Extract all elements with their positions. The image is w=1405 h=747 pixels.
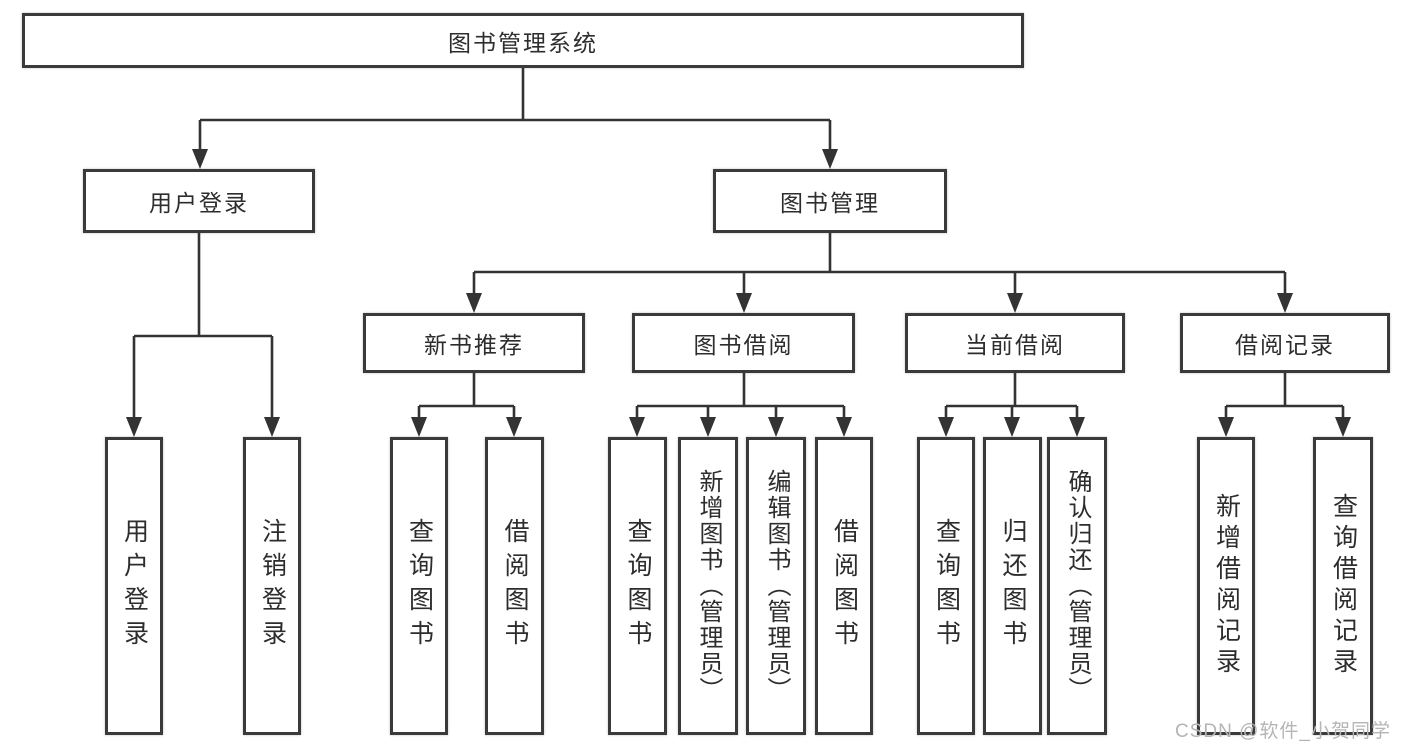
node-label: 借阅记录 — [1235, 332, 1335, 358]
leaf-label: 新增借阅记录 — [1212, 493, 1241, 679]
node-current-borrowing: 当前借阅 — [905, 313, 1125, 373]
leaf-label: 查询借阅记录 — [1329, 493, 1358, 679]
leaf-edit-books-admin: 编辑图书（管理员） — [746, 437, 806, 735]
leaf-label: 新增图书（管理员） — [695, 469, 722, 703]
node-new-book-recommendation: 新书推荐 — [363, 313, 585, 373]
node-user-login-module: 用户登录 — [83, 169, 315, 233]
leaf-label: 确认归还（管理员） — [1064, 469, 1091, 703]
leaf-label: 查询图书 — [624, 518, 652, 654]
node-label: 图书借阅 — [693, 332, 794, 358]
node-label: 新书推荐 — [424, 332, 524, 358]
leaf-label: 归还图书 — [999, 518, 1027, 654]
leaf-label: 用户登录 — [120, 518, 149, 654]
node-book-borrowing: 图书借阅 — [632, 313, 855, 373]
leaf-logout: 注销登录 — [243, 437, 301, 735]
leaf-label: 查询图书 — [932, 518, 961, 654]
leaf-borrow-books: 借阅图书 — [815, 437, 873, 735]
leaf-label: 编辑图书（管理员） — [763, 469, 790, 703]
leaf-label: 查询图书 — [405, 518, 434, 654]
node-borrowing-records: 借阅记录 — [1180, 313, 1390, 373]
leaf-query-books: 查询图书 — [917, 437, 975, 735]
node-label: 用户登录 — [149, 190, 249, 216]
leaf-query-books: 查询图书 — [390, 437, 448, 735]
leaf-borrow-books: 借阅图书 — [485, 437, 544, 735]
leaf-label: 注销登录 — [258, 518, 287, 654]
leaf-query-books: 查询图书 — [608, 437, 667, 735]
leaf-return-books: 归还图书 — [983, 437, 1042, 735]
leaf-confirm-return-admin: 确认归还（管理员） — [1047, 437, 1107, 735]
arrowheads — [126, 149, 1351, 437]
node-library-management-system: 图书管理系统 — [22, 13, 1024, 68]
leaf-user-login: 用户登录 — [105, 437, 163, 735]
csdn-watermark: CSDN @软件_小贺同学 — [1175, 721, 1391, 742]
node-label: 当前借阅 — [965, 332, 1065, 358]
node-label: 图书管理系统 — [448, 29, 598, 56]
leaf-query-borrow-record: 查询借阅记录 — [1313, 437, 1373, 735]
node-book-management-module: 图书管理 — [713, 169, 947, 233]
leaf-label: 借阅图书 — [830, 518, 859, 654]
node-label: 图书管理 — [780, 190, 880, 216]
leaf-label: 借阅图书 — [501, 518, 529, 654]
leaf-add-borrow-record: 新增借阅记录 — [1197, 437, 1255, 735]
leaf-add-books-admin: 新增图书（管理员） — [678, 437, 738, 735]
